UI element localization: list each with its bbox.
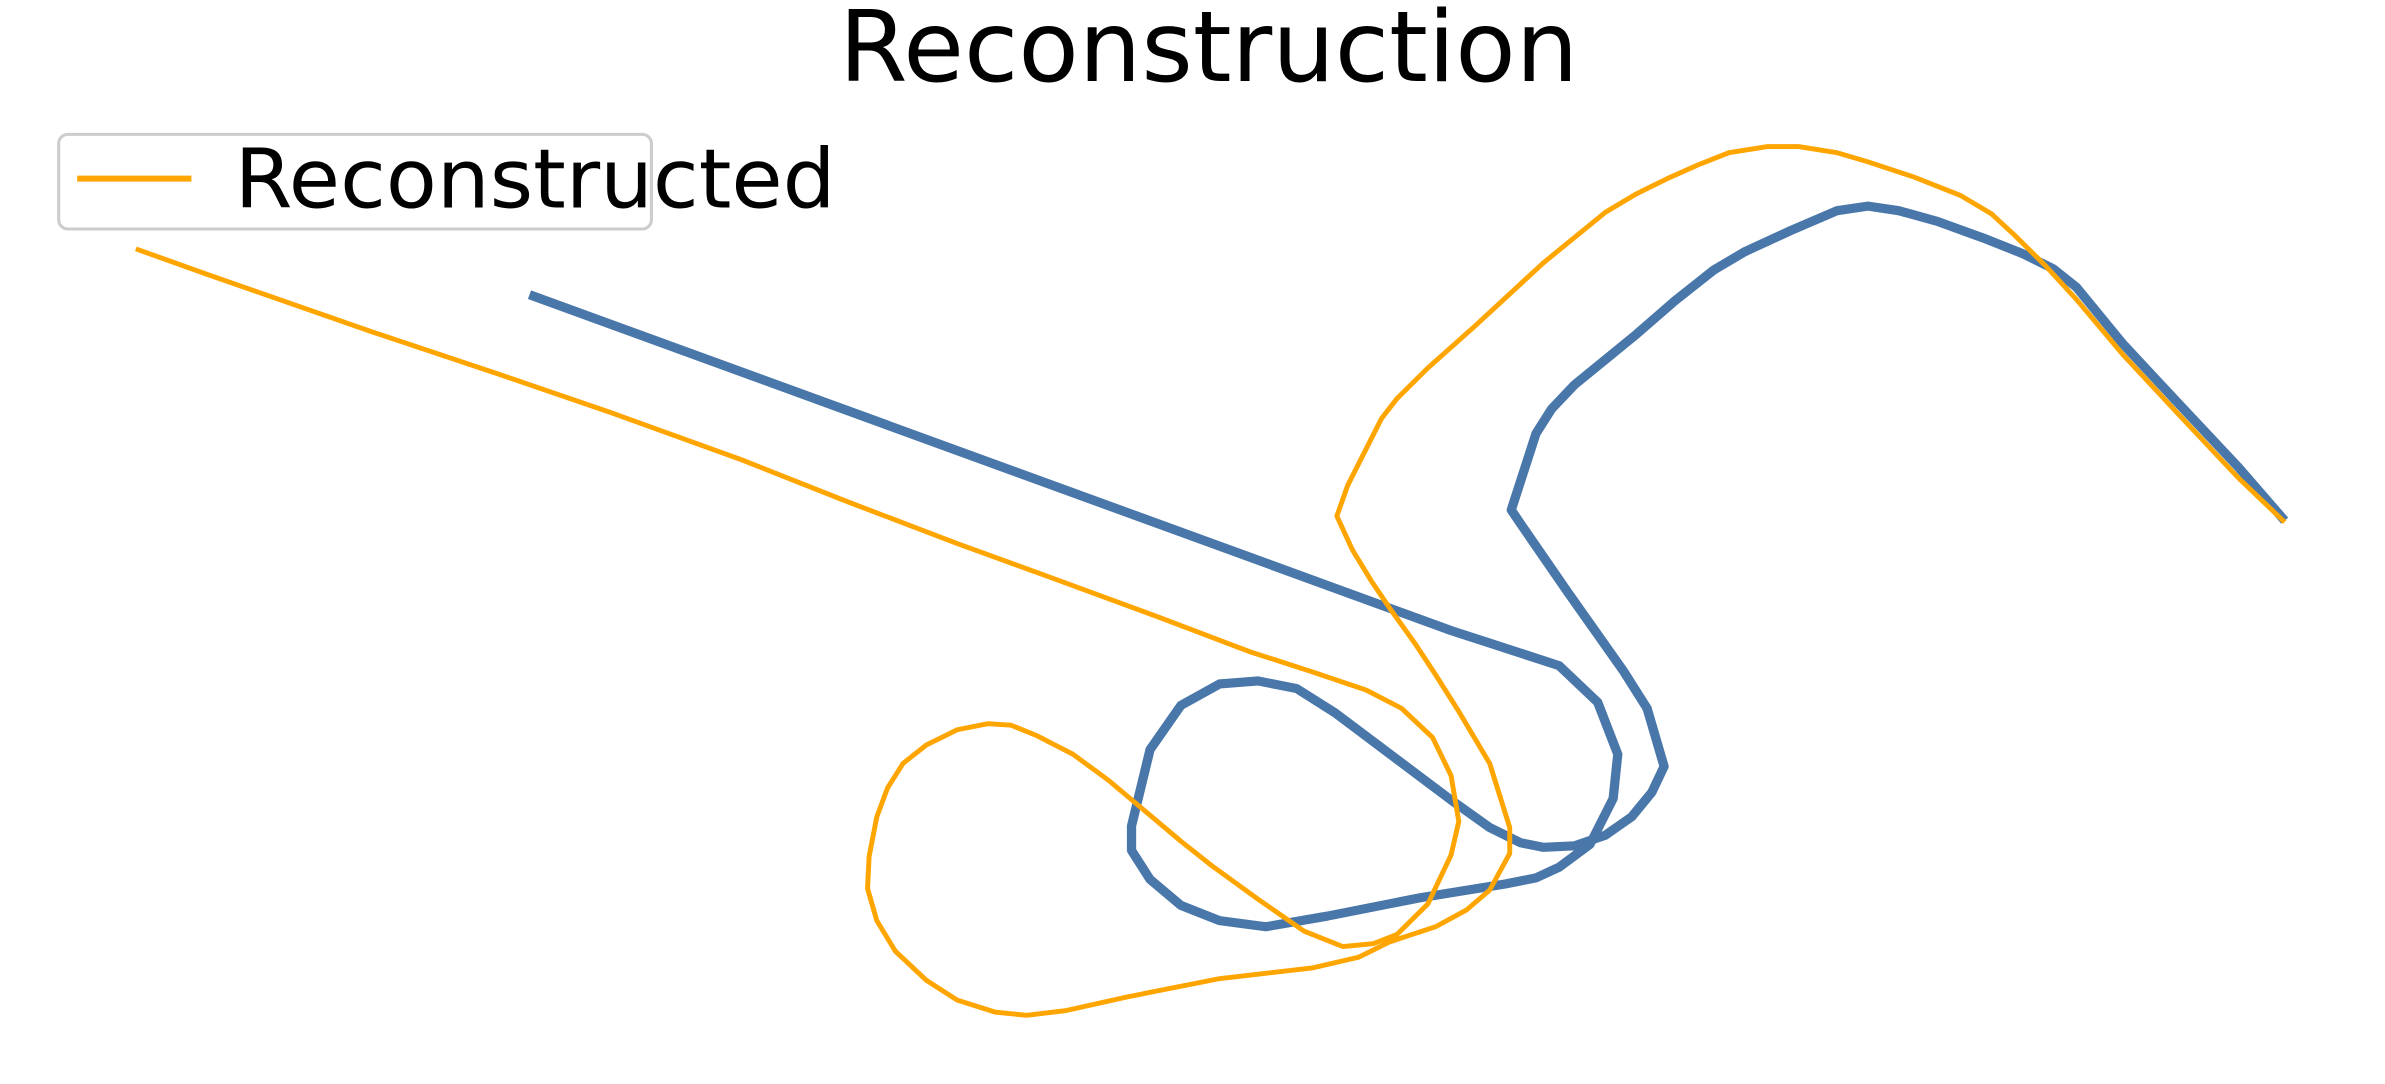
legend: Reconstructed — [57, 131, 836, 231]
legend-label: Reconstructed — [235, 131, 836, 227]
chart-title: Reconstruction — [839, 0, 1578, 105]
legend-box — [57, 132, 653, 231]
series-line-reconstructed — [135, 144, 2287, 1018]
series-layer — [135, 144, 2289, 1018]
series-line-original — [527, 201, 2289, 932]
